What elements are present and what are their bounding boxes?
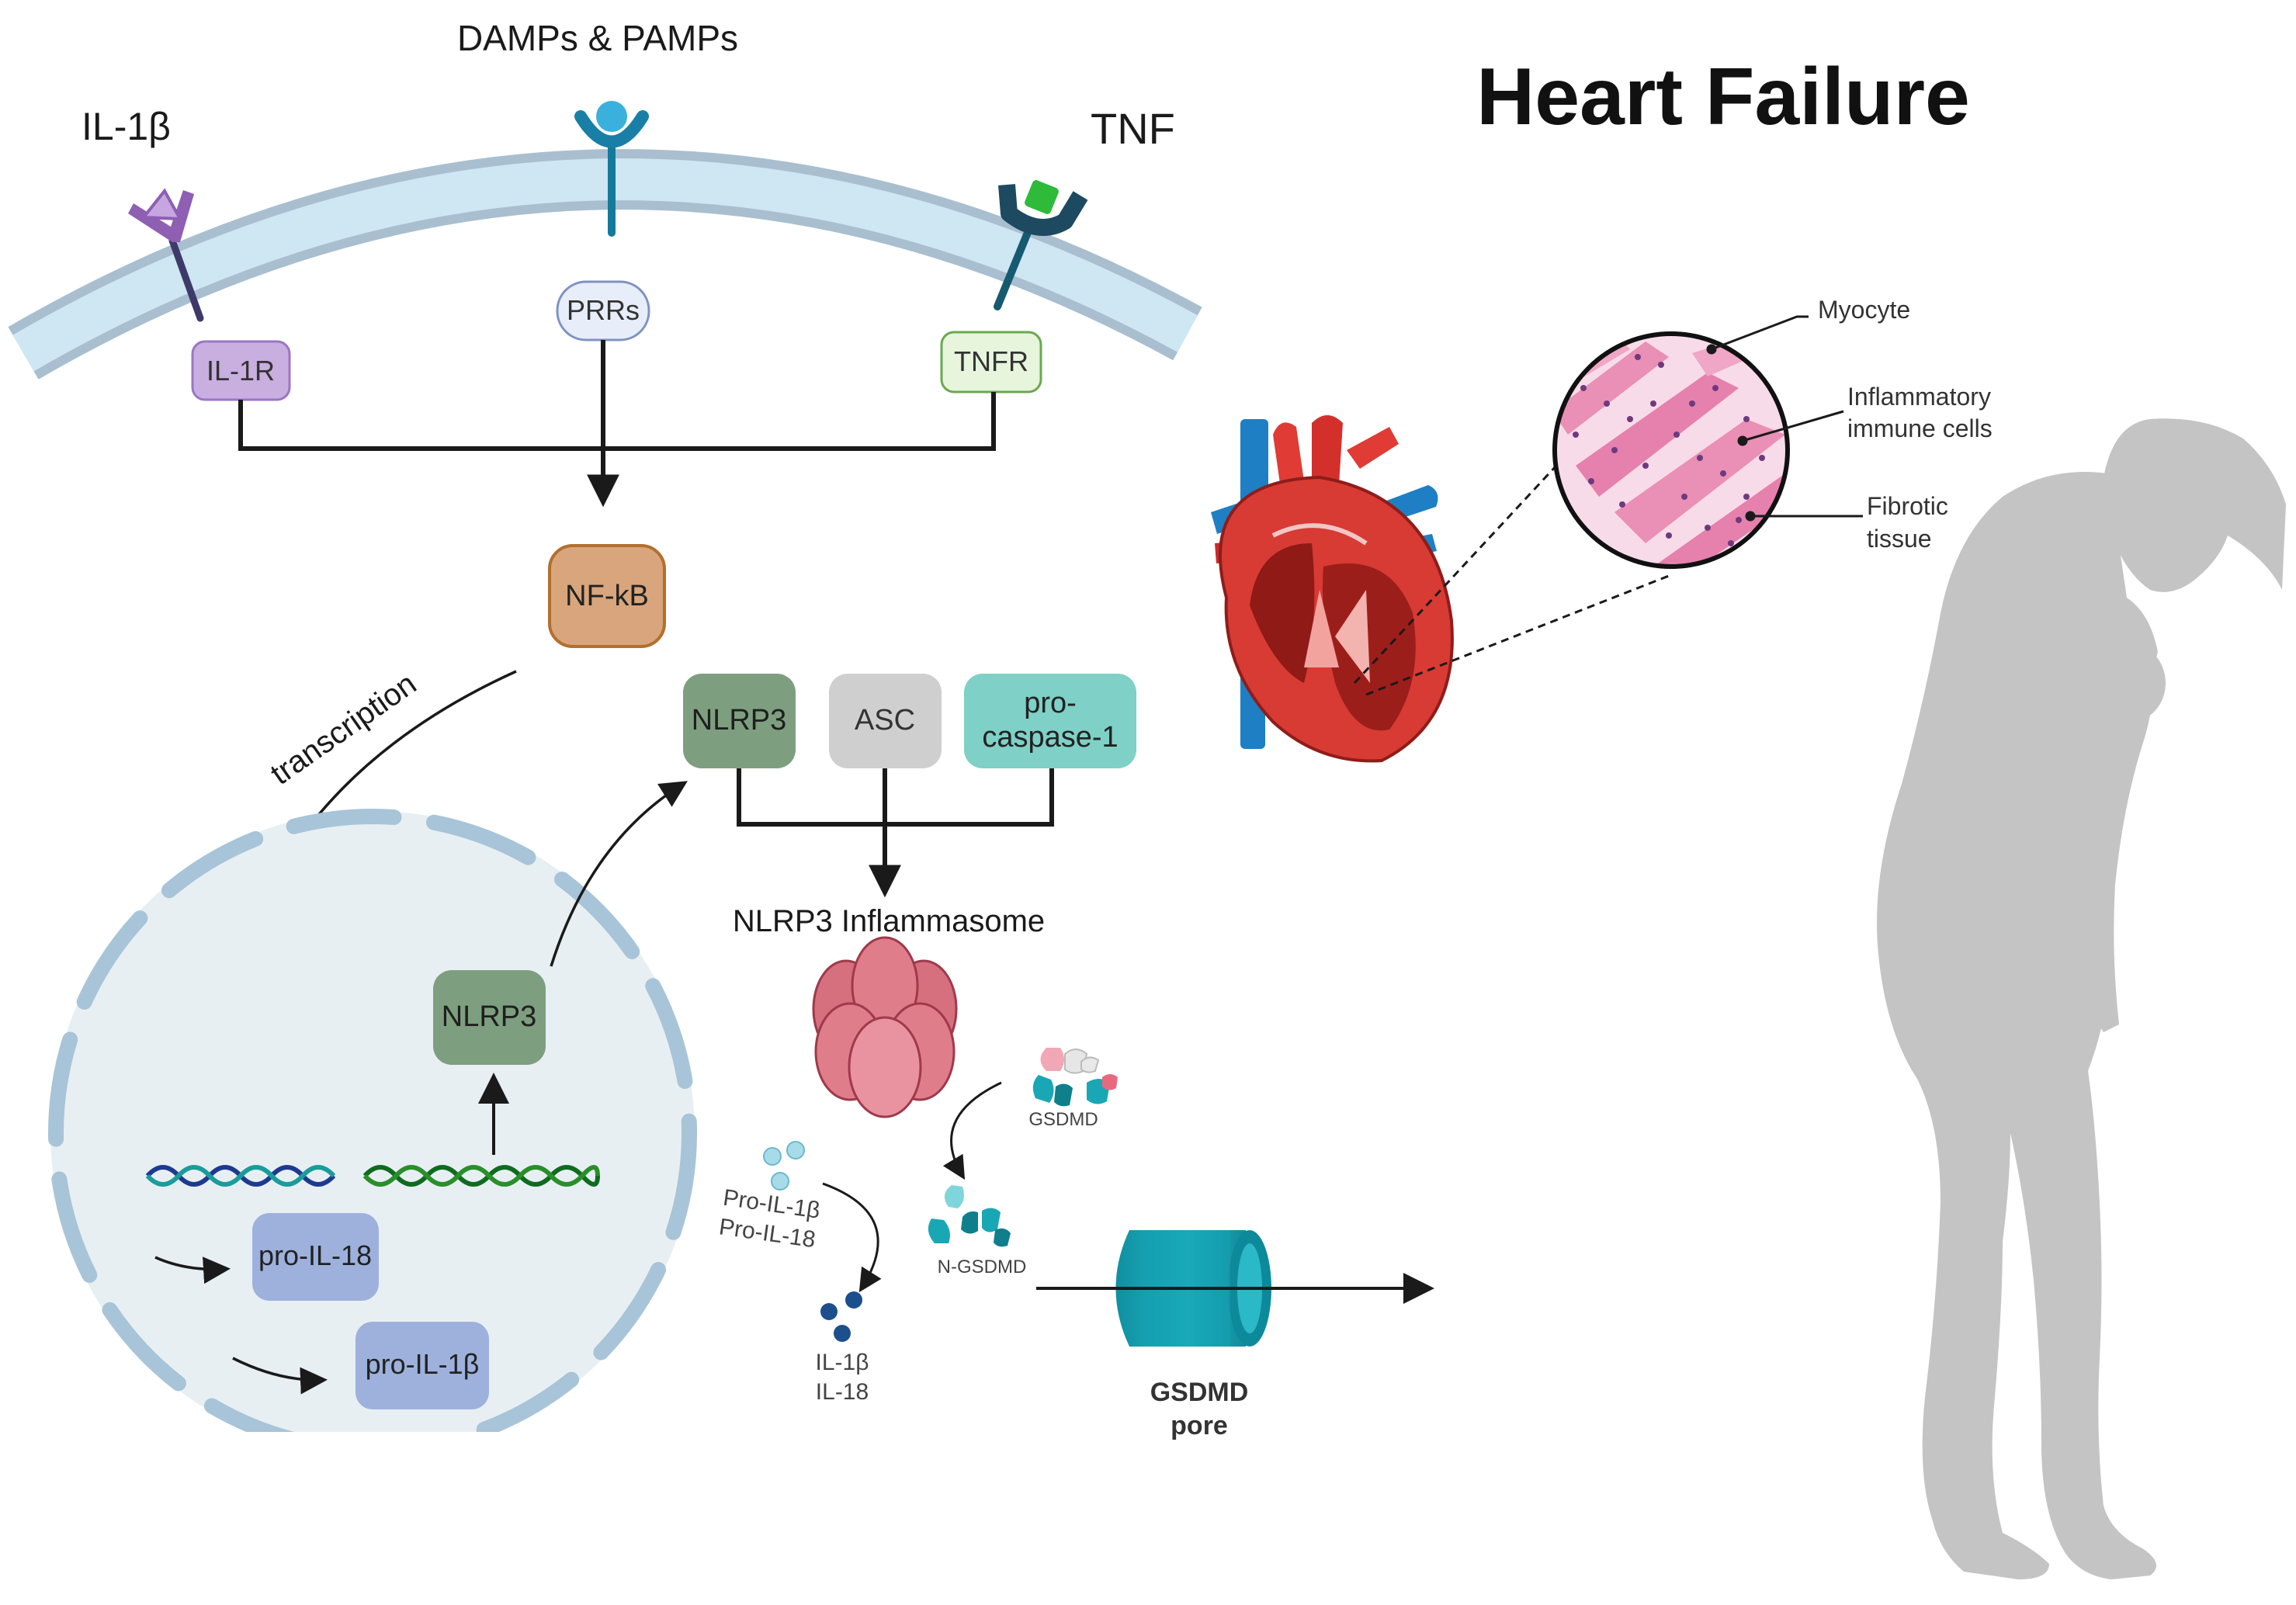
procaspase1-label-line2: caspase-1 xyxy=(982,721,1118,754)
n-gsdmd-label: N-GSDMD xyxy=(938,1257,1027,1277)
gsdmd-pore-label-line2: pore xyxy=(1171,1411,1228,1440)
pro-il1b-arrow xyxy=(232,1357,328,1395)
inflammasome-complex-icon xyxy=(812,936,958,1118)
inflammasome-connector xyxy=(737,768,1054,898)
gsdmd-label: GSDMD xyxy=(1028,1109,1098,1130)
zoom-lines xyxy=(1353,464,1673,696)
myocyte-label: Myocyte xyxy=(1818,296,1910,324)
prrs-label: PRRs xyxy=(567,294,640,326)
heart-icon xyxy=(1211,415,1454,763)
patient-figure-icon xyxy=(1877,418,2286,1579)
nlrp3-box-top: NLRP3 xyxy=(683,674,796,768)
nfkb-label: NF-kB xyxy=(565,580,649,612)
pro-cytokine-labels: Pro-IL-1β Pro-IL-18 xyxy=(717,1185,821,1253)
nlrp3-top-label: NLRP3 xyxy=(692,704,787,737)
il1r-label: IL-1R xyxy=(206,355,275,387)
mature-cytokine-dots-icon xyxy=(820,1291,862,1342)
gsdmd-cleavage-arrow xyxy=(942,1081,1002,1180)
pro-il18-arrow xyxy=(154,1256,231,1284)
transcription-label: transcription xyxy=(265,667,423,792)
receptor-connector xyxy=(238,340,996,508)
n-gsdmd-icon xyxy=(928,1185,1011,1247)
il1b-label: IL-1β xyxy=(816,1350,869,1375)
pro-cytokine-dots-icon xyxy=(763,1141,805,1191)
inflammatory-label-line2: immune cells xyxy=(1847,414,1993,442)
gsdmd-pore-label-line1: GSDMD xyxy=(1150,1378,1249,1407)
ligand-label-il1b: IL-1β xyxy=(82,105,171,148)
fibrotic-label-line2: tissue xyxy=(1867,525,1932,553)
ligand-label-tnf: TNF xyxy=(1091,104,1175,153)
nlrp3-nucleus-label: NLRP3 xyxy=(442,1000,537,1033)
procaspase1-box: pro- caspase-1 xyxy=(964,674,1136,768)
tnfr-label: TNFR xyxy=(954,345,1028,377)
il18-label: IL-18 xyxy=(816,1379,869,1405)
histology-circle xyxy=(1552,331,1790,569)
asc-label: ASC xyxy=(855,704,915,737)
prr-receptor-icon xyxy=(574,101,649,237)
gsdmd-icon xyxy=(1032,1048,1118,1107)
procaspase1-label-line1: pro- xyxy=(1024,687,1077,719)
prrs-box: PRRs xyxy=(556,280,650,341)
ligand-label-damps: DAMPs & PAMPs xyxy=(457,18,738,58)
inflammatory-label-line1: Inflammatory xyxy=(1847,383,1991,411)
histology-pointers xyxy=(1706,315,1863,522)
fibrotic-label-line1: Fibrotic xyxy=(1867,492,1948,520)
cell-membrane xyxy=(8,149,1202,380)
pro-il18-box: pro-IL-18 xyxy=(252,1213,379,1301)
page-title: Heart Failure xyxy=(1476,52,1970,142)
tnfr-receptor-icon xyxy=(994,180,1088,310)
pro-il18-label: pro-IL-18 xyxy=(258,1239,372,1271)
tnfr-box: TNFR xyxy=(940,331,1042,393)
nfkb-box: NF-kB xyxy=(548,544,666,648)
il1r-receptor-icon xyxy=(128,188,204,322)
nlrp3-box-nucleus: NLRP3 xyxy=(433,970,546,1065)
dna-helix-icon xyxy=(145,1165,600,1187)
pro-il1b-label: pro-IL-1β xyxy=(366,1348,480,1380)
pro-il1b-box: pro-IL-1β xyxy=(355,1322,489,1409)
nlrp3-export-arrow xyxy=(550,781,688,967)
cleavage-arrow xyxy=(822,1182,882,1293)
asc-box: ASC xyxy=(829,674,942,768)
inflammasome-label: NLRP3 Inflammasome xyxy=(733,904,1045,938)
il1r-box: IL-1R xyxy=(191,340,291,401)
